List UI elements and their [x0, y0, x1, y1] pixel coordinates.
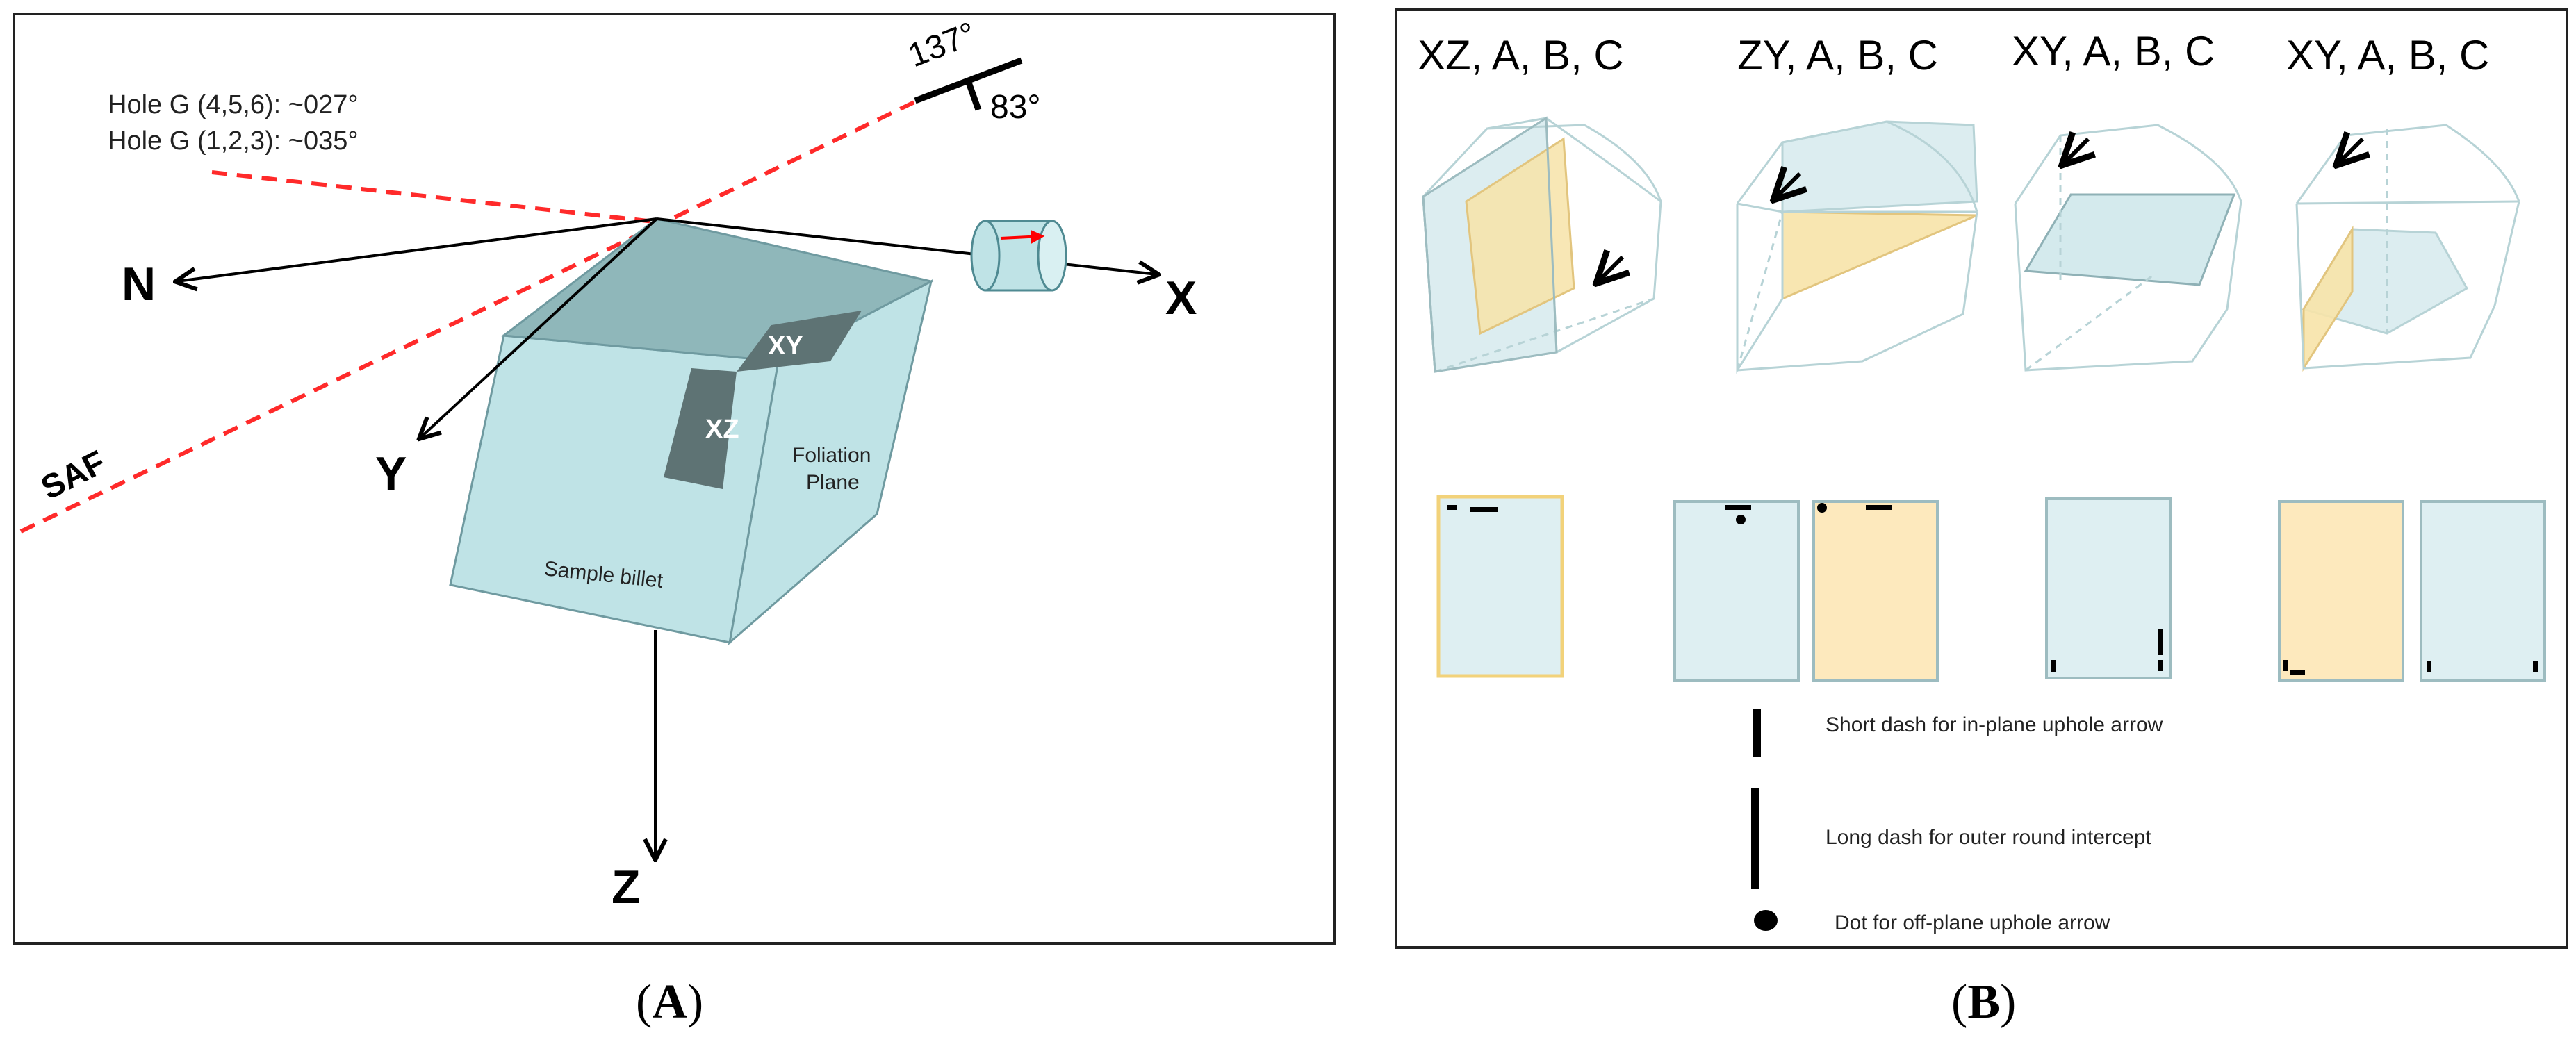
n-axis: [177, 217, 657, 281]
card-zy-yellow-long-dash: [1866, 505, 1892, 510]
card-zy-yellow: [1812, 500, 1939, 682]
n-axis-label: N: [122, 258, 156, 311]
legend-long-dash-symbol: [1751, 788, 1759, 889]
wedge-xy-1: [2014, 124, 2242, 372]
foliation-label-1: Foliation: [792, 444, 871, 467]
legend-dot-text: Dot for off-plane uphole arrow: [1835, 911, 2110, 934]
caption-a: (A): [636, 975, 703, 1029]
card-zy-blue-long-dash: [1725, 505, 1751, 510]
foliation-label-2: Plane: [806, 471, 860, 494]
card-xy-1-short-dash: [2051, 660, 2056, 672]
caption-b: (B): [1951, 975, 2016, 1029]
x-axis-label: X: [1165, 272, 1197, 324]
card-zy-yellow-dot: [1817, 503, 1827, 513]
card-xy-blue: [2420, 500, 2546, 682]
card-xy-1-long-dash: [2158, 629, 2163, 655]
dip-value: 83°: [990, 89, 1041, 126]
card-xy-yellow: [2278, 500, 2404, 682]
wedge-zy: [1736, 120, 1978, 374]
hole-label-123: Hole G (1,2,3): ~035°: [108, 126, 359, 156]
legend: Short dash for in-plane uphole arrow Lon…: [1751, 709, 2163, 934]
xy-cut-face: [737, 311, 862, 372]
hole-label-456: Hole G (4,5,6): ~027°: [108, 90, 359, 119]
wedge-xz: [1422, 116, 1662, 373]
hole-trace: [211, 170, 661, 224]
card-zy-blue: [1673, 500, 1800, 682]
y-axis-label: Y: [375, 447, 407, 500]
y-axis: [420, 217, 658, 438]
saf-trace: [19, 99, 919, 534]
card-xz-long-dash: [1470, 507, 1498, 512]
card-xy-1-short-dash-2: [2158, 660, 2163, 671]
column-title-4: XY, A, B, C: [2286, 32, 2489, 78]
xz-face-label: XZ: [705, 415, 739, 444]
card-xy-yellow-long-dash: [2290, 670, 2305, 675]
core-cylinder-icon: [970, 220, 1067, 292]
dip-tick: [965, 79, 982, 111]
card-xy-yellow-short-dash: [2283, 660, 2288, 671]
legend-short-dash-text: Short dash for in-plane uphole arrow: [1826, 713, 2163, 736]
column-title-3: XY, A, B, C: [2012, 28, 2215, 74]
wedge-xy-2: [2295, 124, 2520, 372]
column-title-1: XZ, A, B, C: [1418, 32, 1624, 78]
card-xy-1: [2045, 497, 2172, 679]
card-xz-short-dash: [1447, 505, 1457, 510]
z-axis-label: Z: [612, 861, 641, 913]
card-xy-blue-short-dash-2: [2533, 661, 2538, 672]
panel-a: Hole G (4,5,6): ~027° Hole G (1,2,3): ~0…: [13, 13, 1336, 1029]
card-xz: [1436, 495, 1564, 678]
legend-short-dash-symbol: [1753, 709, 1761, 757]
card-xy-blue-short-dash: [2427, 661, 2431, 672]
card-zy-blue-dot: [1736, 515, 1746, 524]
xy-face-label: XY: [768, 331, 803, 361]
legend-dot-symbol: [1754, 910, 1778, 931]
x-axis: [656, 217, 1157, 274]
panel-b: XZ, A, B, C ZY, A, B, C XY, A, B, C XY, …: [1395, 8, 2568, 1029]
panel-b-frame: [1395, 8, 2568, 949]
xz-cut-face: [664, 368, 737, 489]
legend-long-dash-text: Long dash for outer round intercept: [1826, 826, 2151, 849]
column-title-2: ZY, A, B, C: [1737, 32, 1938, 78]
